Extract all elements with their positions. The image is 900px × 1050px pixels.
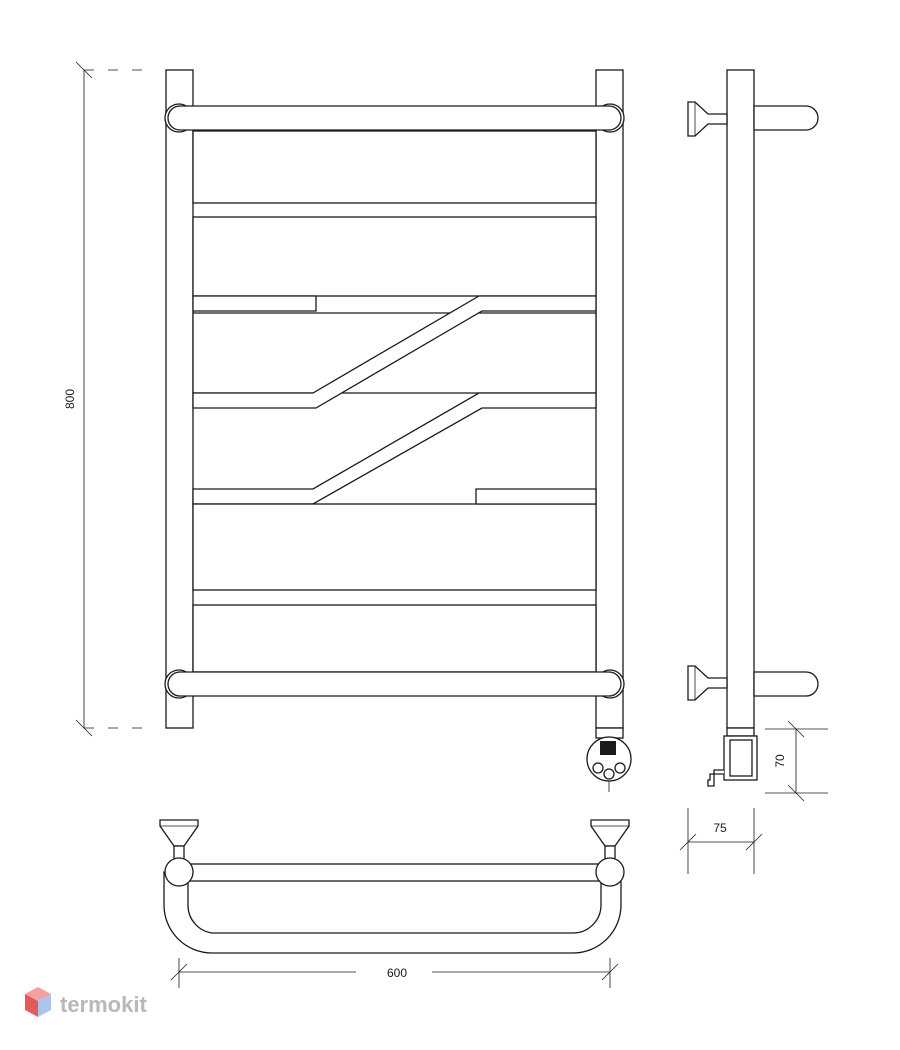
right-post [595,69,624,729]
heater-connector-front [586,727,632,792]
bottom-rail [164,669,625,699]
watermark: termokit [25,987,147,1017]
rung-short-right [475,488,597,505]
depth-label: 75 [713,821,727,835]
hexagon-cube-icon [25,987,51,1017]
top-view: 600 [159,819,630,988]
rung-lower-block [192,503,597,591]
rung-2 [192,216,597,297]
side-post [726,69,755,729]
rung-1 [192,130,597,204]
height-dimension: 800 [63,61,150,737]
rung-short-left [192,295,317,312]
front-view: 800 [63,61,632,792]
connector-height-label: 70 [773,754,787,768]
rung-diagonal-upper-bend [192,295,597,409]
right-wall-mount [590,819,630,861]
connector-height-dimension: 70 [765,720,828,802]
left-joint [164,857,194,887]
rung-diagonal-lower-bend [192,392,597,505]
width-dimension: 600 [170,958,619,988]
watermark-text: termokit [60,992,147,1017]
front-bar [189,863,602,882]
upper-wall-bracket [687,101,819,137]
left-wall-mount [159,819,199,861]
lower-wall-bracket [687,665,819,701]
rung-bottom [192,604,597,673]
heater-connector-side [707,727,758,787]
top-rail [164,103,625,133]
u-shaped-rail [163,871,622,954]
height-label: 800 [63,389,77,409]
right-joint [595,857,625,887]
depth-dimension: 75 [679,808,763,874]
side-view: 70 75 [679,69,828,874]
left-post [165,69,194,729]
width-label: 600 [387,966,407,980]
